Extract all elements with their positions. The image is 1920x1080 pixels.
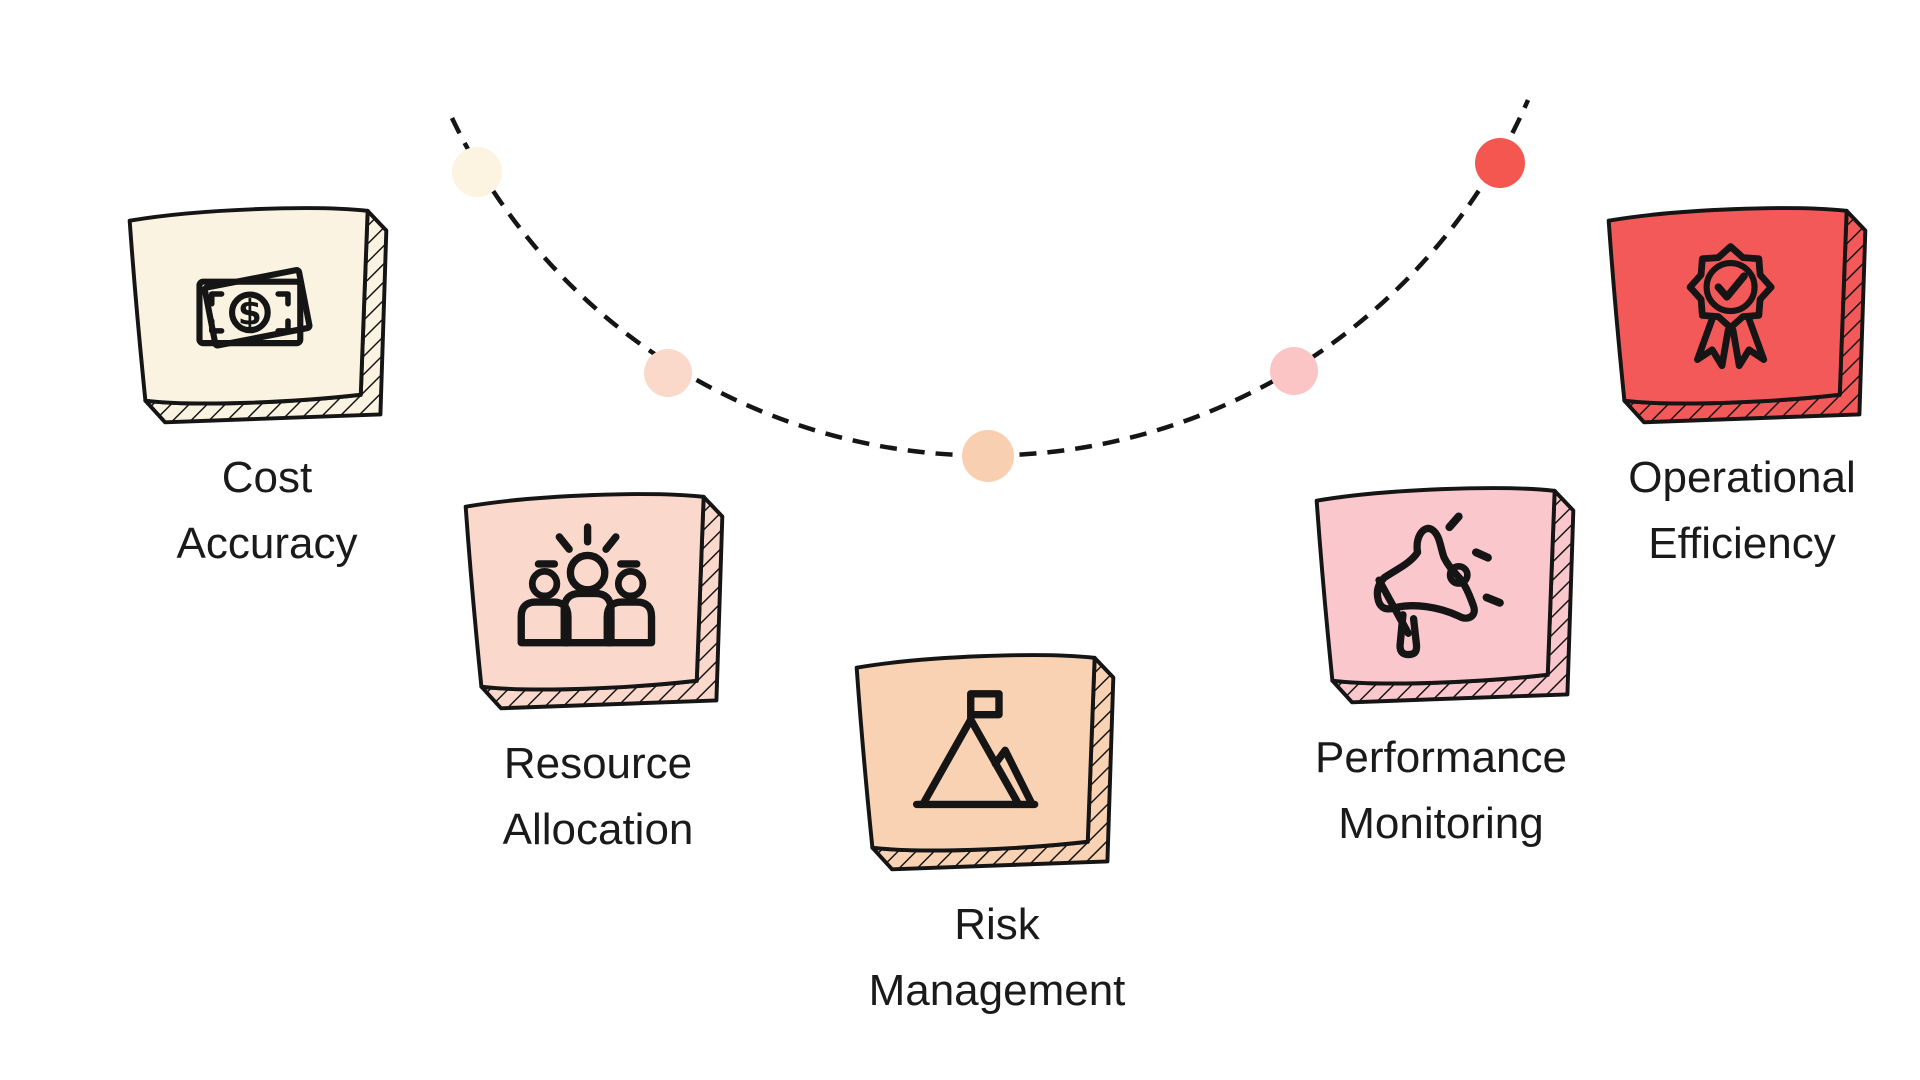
mountain-flag-icon xyxy=(912,690,1039,809)
team-icon xyxy=(517,523,656,647)
card-label: Operational Efficiency xyxy=(1628,445,1855,577)
card-cost-accuracy: $ Cost Accuracy xyxy=(110,193,405,568)
card-operational-efficiency: Operational Efficiency xyxy=(1589,193,1884,568)
timeline-dot-cost-accuracy xyxy=(452,147,502,197)
timeline-dot-operational-efficiency xyxy=(1475,138,1525,188)
card-label-line: Management xyxy=(868,966,1126,1015)
megaphone-icon xyxy=(1373,512,1504,659)
card-sketch xyxy=(854,653,1116,872)
card-label: Performance Monitoring xyxy=(1315,725,1567,857)
card-sketch: $ xyxy=(127,206,389,425)
card-label-line: Monitoring xyxy=(1338,799,1544,848)
card-resource-allocation: Resource Allocation xyxy=(446,479,741,854)
card-label: Resource Allocation xyxy=(503,731,694,863)
svg-text:$: $ xyxy=(238,294,262,334)
card-sketch xyxy=(1606,206,1868,425)
card-risk-management: Risk Management xyxy=(837,640,1132,1015)
money-bills-icon: $ xyxy=(196,267,313,349)
timeline-dot-performance-monitoring xyxy=(1270,347,1318,395)
card-label-line: Risk xyxy=(954,900,1040,949)
timeline-dot-risk-management xyxy=(962,430,1014,482)
card-label: Cost Accuracy xyxy=(177,445,358,577)
card-sketch xyxy=(463,492,725,711)
card-label-line: Performance xyxy=(1315,733,1567,782)
card-label-line: Efficiency xyxy=(1648,519,1836,568)
card-sketch xyxy=(1314,486,1576,705)
card-label-line: Resource xyxy=(503,739,693,788)
card-label-line: Accuracy xyxy=(176,519,358,568)
timeline-dot-resource-allocation xyxy=(644,349,692,397)
card-label: Risk Management xyxy=(869,892,1126,1024)
card-label-line: Operational xyxy=(1628,453,1856,502)
timeline-dashed-arc xyxy=(449,99,1531,458)
award-ribbon-icon xyxy=(1686,243,1775,370)
card-label-line: Cost xyxy=(221,453,313,502)
card-label-line: Allocation xyxy=(502,805,694,854)
card-performance-monitoring: Performance Monitoring xyxy=(1297,473,1592,848)
